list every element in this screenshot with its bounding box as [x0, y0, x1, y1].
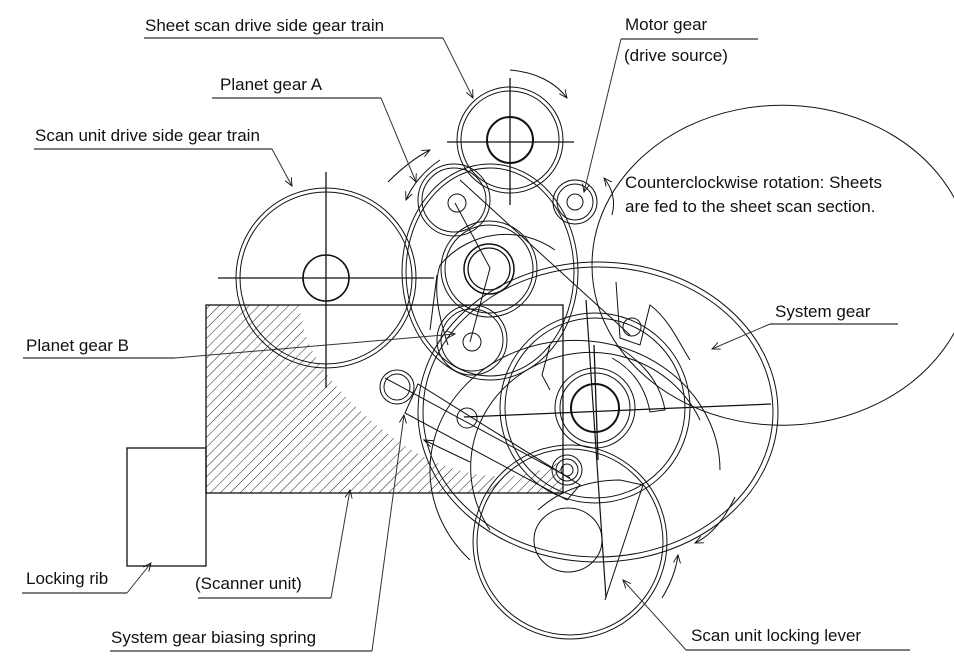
- link-line: [459, 179, 631, 336]
- slide-arrow: [424, 440, 471, 463]
- clockwise-arrow-icon: [509, 69, 567, 98]
- label-scanner-unit: (Scanner unit): [195, 490, 350, 599]
- motor-gear: [552, 179, 598, 225]
- label-motor-gear: Motor gear (drive source): [584, 15, 758, 192]
- system-gear: [417, 104, 954, 563]
- ccw-arrow-icon: [604, 178, 615, 216]
- motor-gear-text-1: Motor gear: [625, 15, 708, 34]
- label-scan-unit-train: Scan unit drive side gear train: [34, 126, 292, 186]
- system-gear-text: System gear: [775, 302, 871, 321]
- ccw-text-1: Counterclockwise rotation: Sheets: [625, 173, 882, 192]
- system-gear-arrow-icon: [695, 496, 736, 543]
- planet-carrier-arm: [429, 202, 556, 346]
- scanner-unit: [205, 304, 564, 494]
- locking-rib-text: Locking rib: [26, 569, 108, 588]
- label-planet-gear-a: Planet gear A: [212, 75, 416, 182]
- scan-unit-train-text: Scan unit drive side gear train: [35, 126, 260, 145]
- label-sheet-scan-train: Sheet scan drive side gear train: [144, 16, 473, 98]
- rotation-arrows: [387, 69, 736, 599]
- ccw-text-2: are fed to the sheet scan section.: [625, 197, 875, 216]
- planet-carrier-gear: [401, 163, 579, 381]
- locking-rib: [126, 447, 207, 567]
- label-planet-gear-b: Planet gear B: [23, 334, 455, 359]
- label-system-gear: System gear: [712, 302, 898, 349]
- label-biasing-spring: System gear biasing spring: [110, 415, 404, 652]
- motor-gear-text-2: (drive source): [624, 46, 728, 65]
- planet-a-arrow-icon: [387, 150, 430, 183]
- planet-gear-b-text: Planet gear B: [26, 336, 129, 355]
- sheet-scan-gear: [447, 78, 574, 205]
- scanner-unit-text: (Scanner unit): [195, 574, 302, 593]
- biasing-spring-text: System gear biasing spring: [111, 628, 316, 647]
- scanner-unit-outline: [205, 304, 564, 494]
- lever-arrow-icon: [661, 555, 678, 599]
- scan-unit-locking-lever: [472, 299, 668, 640]
- scanner-unit-hatch: [206, 305, 563, 493]
- planet-a-arrow2-icon: [406, 159, 441, 200]
- label-locking-lever: Scan unit locking lever: [623, 580, 910, 651]
- label-ccw-rotation: Counterclockwise rotation: Sheets are fe…: [625, 173, 882, 216]
- sun-gear: [440, 220, 538, 318]
- system-gear-biasing-spring: [379, 369, 581, 501]
- scan-unit-gear: [218, 172, 434, 388]
- locking-lever-text: Scan unit locking lever: [691, 626, 861, 645]
- sheet-scan-train-text: Sheet scan drive side gear train: [145, 16, 384, 35]
- planet-gear-b: [436, 304, 508, 376]
- planet-gear-a-text: Planet gear A: [220, 75, 323, 94]
- label-locking-rib: Locking rib: [22, 563, 151, 594]
